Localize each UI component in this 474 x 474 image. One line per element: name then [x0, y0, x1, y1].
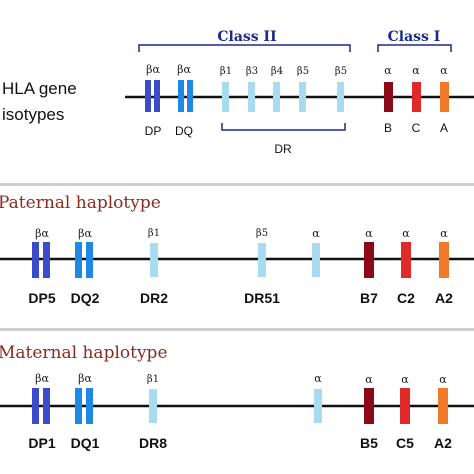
dq-label: DQ	[175, 124, 193, 138]
dr-alpha-box	[312, 243, 320, 277]
c2-label: C2	[397, 290, 415, 306]
paternal-title: Paternal haplotype	[0, 193, 161, 213]
hla-isotypes-panel: HLA gene isotypes Class II Class I βα βα…	[0, 0, 474, 183]
panel-title-line2: isotypes	[2, 105, 64, 124]
dq1-beta-box	[75, 388, 82, 424]
dr-greek-b3: β3	[246, 66, 258, 77]
c-greek: α	[412, 64, 420, 77]
dr-greek-b1: β1	[220, 66, 232, 77]
c2-box	[401, 242, 411, 278]
dr-b5a-box	[299, 82, 306, 112]
class1-label: Class I	[388, 29, 441, 45]
dr-b4-box	[273, 82, 280, 112]
dr2-greek: β1	[148, 228, 160, 239]
dr-greek-b4: β4	[271, 66, 283, 77]
dr-greek-b5b: β5	[335, 66, 347, 77]
dr-bracket	[221, 123, 346, 131]
a2-box	[438, 388, 448, 424]
b5-greek: α	[365, 373, 373, 386]
b7-label: B7	[360, 290, 378, 306]
c-label: C	[412, 121, 421, 135]
class2-bracket	[138, 44, 351, 52]
maternal-haplotype-panel: Maternal haplotype βα βα β1 α α α α DP1 …	[0, 331, 474, 474]
dr-alpha-greek: α	[314, 372, 322, 385]
a2-greek: α	[440, 227, 448, 240]
maternal-haplotype-diagram: Maternal haplotype βα βα β1 α α α α DP1 …	[0, 343, 474, 451]
c-gene-box	[412, 82, 421, 112]
dr-label: DR	[274, 142, 292, 156]
c5-label: C5	[396, 435, 414, 451]
dr51-greek: β5	[256, 228, 268, 239]
dr-alpha-greek: α	[312, 227, 320, 240]
separator-2	[0, 328, 474, 331]
dr-b5b-box	[337, 82, 344, 112]
dq2-greek: βα	[78, 227, 92, 240]
dr-b3-box	[248, 82, 255, 112]
dq1-alpha-box	[86, 388, 93, 424]
b7-box	[364, 242, 374, 278]
b7-greek: α	[365, 227, 373, 240]
b-greek: α	[384, 64, 392, 77]
a2-label: A2	[434, 435, 452, 451]
dq-greek: βα	[177, 63, 191, 76]
paternal-haplotype-diagram: Paternal haplotype βα βα β1 β5 α α α α D…	[0, 193, 474, 306]
dr8-box	[149, 389, 157, 423]
dp1-greek: βα	[35, 372, 49, 385]
a2-label: A2	[435, 290, 453, 306]
dr8-label: DR8	[139, 435, 167, 451]
b5-label: B5	[360, 435, 378, 451]
dp-beta-box	[145, 80, 151, 112]
dq2-alpha-box	[86, 242, 93, 278]
dp5-beta-box	[32, 242, 39, 278]
dr2-box	[150, 243, 158, 277]
a-greek: α	[440, 64, 448, 77]
c5-box	[400, 388, 410, 424]
c2-greek: α	[402, 227, 410, 240]
dp5-label: DP5	[28, 290, 55, 306]
dp1-label: DP1	[28, 435, 55, 451]
b5-box	[364, 388, 374, 424]
dq1-label: DQ1	[71, 435, 100, 451]
dr8-greek: β1	[147, 374, 159, 385]
dp-label: DP	[145, 124, 162, 138]
dr51-box	[258, 243, 266, 277]
dp5-alpha-box	[43, 242, 50, 278]
separator-1	[0, 183, 474, 186]
dq2-label: DQ2	[71, 290, 100, 306]
dq1-greek: βα	[78, 372, 92, 385]
a-label: A	[440, 121, 448, 135]
hla-isotypes-diagram: HLA gene isotypes Class II Class I βα βα…	[2, 29, 474, 156]
dr-alpha-box	[314, 389, 322, 423]
dq-beta-box	[178, 80, 184, 112]
dq2-beta-box	[75, 242, 82, 278]
dr-b1-box	[222, 82, 229, 112]
maternal-title: Maternal haplotype	[0, 343, 168, 363]
dr2-label: DR2	[140, 290, 168, 306]
b-gene-box	[384, 82, 393, 112]
a2-box	[439, 242, 449, 278]
dp5-greek: βα	[35, 227, 49, 240]
dq-alpha-box	[187, 80, 193, 112]
panel-title-line1: HLA gene	[2, 79, 77, 98]
paternal-haplotype-panel: Paternal haplotype βα βα β1 β5 α α α α D…	[0, 186, 474, 328]
b-label: B	[384, 121, 392, 135]
dp-greek: βα	[146, 63, 160, 76]
dp1-alpha-box	[43, 388, 50, 424]
a-gene-box	[440, 82, 449, 112]
dr-greek-b5a: β5	[297, 66, 309, 77]
dp1-beta-box	[32, 388, 39, 424]
class1-bracket	[377, 44, 452, 52]
a2-greek: α	[439, 373, 447, 386]
class2-label: Class II	[217, 29, 276, 45]
dr51-label: DR51	[244, 290, 280, 306]
dp-alpha-box	[154, 80, 160, 112]
c5-greek: α	[401, 373, 409, 386]
